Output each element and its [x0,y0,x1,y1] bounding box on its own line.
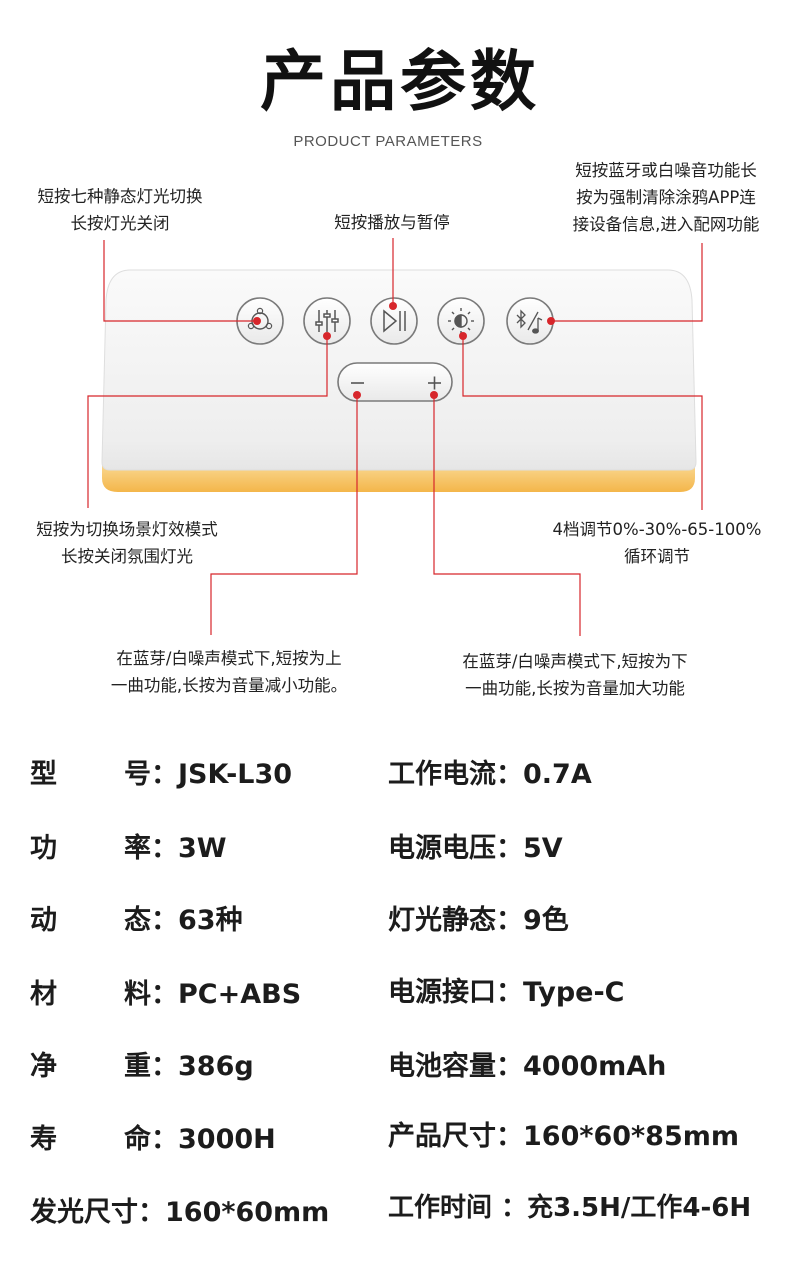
spec-weight: 净重：386g [30,1051,254,1082]
annotation-scene: 短按为切换场景灯效模式长按关闭氛围灯光 [36,520,218,566]
annotation-minus: 在蓝芽/白噪声模式下,短按为上一曲功能,长按为音量减小功能。 [110,649,348,695]
annotation-light-switch: 短按七种静态灯光切换长按灯光关闭 [37,187,203,233]
bluetooth-music-icon [516,309,543,334]
annotation-bt-noise: 短按蓝牙或白噪音功能长按为强制清除涂鸦APP连接设备信息,进入配网功能 [572,161,760,234]
leader-lines [87,238,703,636]
spec-lifespan: 寿命：3000H [30,1124,276,1155]
spec-model: 型号：JSK-L30 [30,759,293,790]
button-brightness [437,297,485,345]
device-illustration [87,238,703,636]
leader-dots [253,302,555,399]
spec-working-time: 工作时间 ：充3.5H/工作4-6H [388,1193,752,1223]
annotation-brightness: 4档调节0%-30%-65-100%循环调节 [552,520,762,566]
button-bluetooth-music [506,297,554,345]
spec-battery: 电池容量：4000mAh [388,1051,667,1082]
volume-rocker [337,362,453,402]
spec-port: 电源接口：Type-C [388,977,625,1008]
spec-product-size: 产品尺寸：160*60*85mm [388,1121,740,1152]
spec-static-light: 灯光静态：9色 [388,905,569,936]
brightness-icon [448,308,474,334]
play-pause-icon [383,309,406,333]
annotation-plus: 在蓝芽/白噪声模式下,短按为下一曲功能,长按为音量加大功能 [462,652,688,698]
spec-voltage: 电源电压：5V [388,833,563,864]
button-equalizer [303,297,351,345]
page-title: 产品参数 [260,43,540,120]
spec-material: 材料：PC+ABS [30,979,302,1010]
page-subtitle: PRODUCT PARAMETERS [293,133,483,150]
spec-light-size: 发光尺寸：160*60mm [30,1197,330,1228]
spec-power: 功率：3W [30,833,227,864]
annotation-play-pause: 短按播放与暂停 [334,213,450,232]
spec-dynamic: 动态：63种 [30,905,243,936]
button-play-pause [370,297,418,345]
equalizer-icon [315,310,339,332]
spec-current: 工作电流：0.7A [388,759,592,790]
